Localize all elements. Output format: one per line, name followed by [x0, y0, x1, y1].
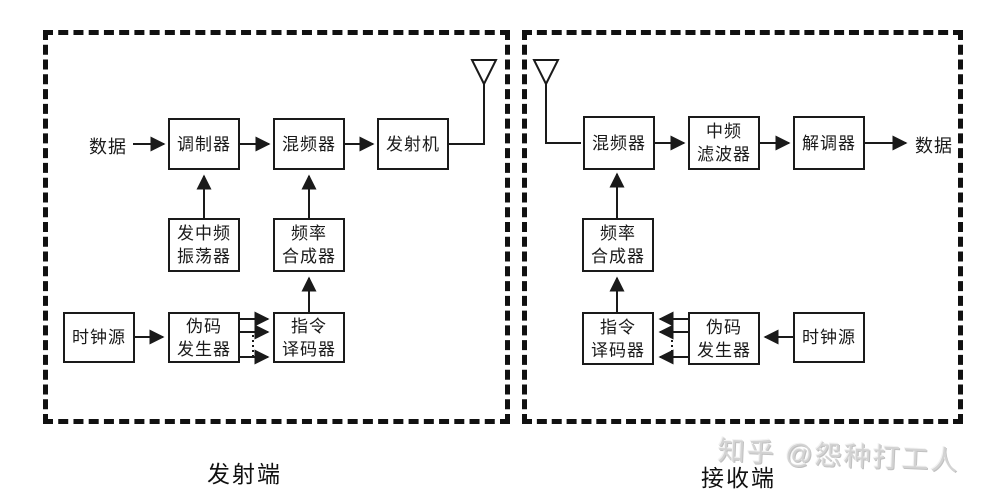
- block-freq-synth-tx: 频率 合成器: [273, 218, 345, 272]
- caption-receiver-side: 接收端: [701, 465, 776, 491]
- block-pn-generator-tx: 伪码 发生器: [168, 312, 240, 363]
- block-clock-tx: 时钟源: [63, 312, 135, 363]
- transmitter-panel-frame: [43, 30, 510, 424]
- caption-transmitter-side: 发射端: [207, 461, 282, 487]
- block-if-filter: 中频 滤波器: [688, 116, 760, 170]
- antenna-rx-icon: [532, 59, 560, 87]
- block-freq-synth-rx: 频率 合成器: [582, 218, 654, 272]
- block-clock-rx: 时钟源: [793, 312, 865, 363]
- label-data-in: 数据: [89, 137, 127, 157]
- block-modulator: 调制器: [168, 118, 240, 170]
- label-data-out: 数据: [915, 136, 953, 156]
- antenna-tx-icon: [470, 59, 498, 87]
- block-transmitter: 发射机: [377, 118, 449, 170]
- receiver-panel-frame: [522, 30, 963, 424]
- wire-transmitter-to-antenna: [449, 84, 485, 145]
- block-if-oscillator: 发中频 振荡器: [168, 218, 240, 272]
- block-pn-generator-rx: 伪码 发生器: [688, 312, 760, 365]
- block-cmd-decoder-tx: 指令 译码器: [273, 312, 345, 363]
- wire-antenna-to-mixer: [545, 84, 581, 144]
- block-mixer-rx: 混频器: [583, 116, 655, 170]
- block-cmd-decoder-rx: 指令 译码器: [582, 312, 654, 365]
- block-mixer-tx: 混频器: [273, 118, 345, 170]
- block-demodulator: 解调器: [793, 116, 865, 170]
